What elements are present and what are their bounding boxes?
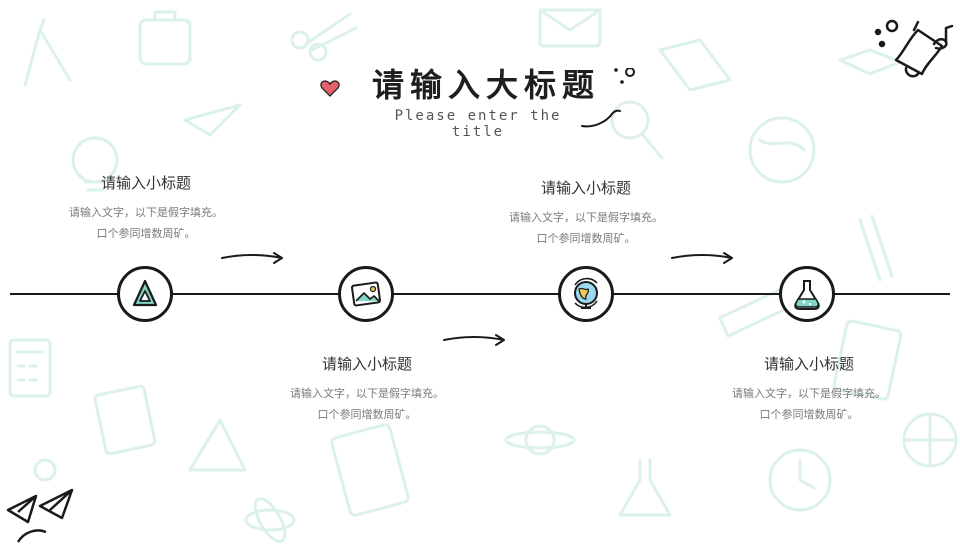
- paper-plane-icon: [6, 488, 74, 543]
- item-2-desc-line-1: 请输入文字，以下是假字填充。: [290, 387, 444, 400]
- item-2-desc: 请输入文字，以下是假字填充。 口个参同增数周矿。: [257, 383, 477, 425]
- item-1-desc-line-1: 请输入文字，以下是假字填充。: [69, 206, 223, 219]
- item-1-desc: 请输入文字，以下是假字填充。 口个参同增数周矿。: [36, 202, 256, 244]
- item-3-desc: 请输入文字，以下是假字填充。 口个参同增数周矿。: [476, 207, 696, 249]
- item-4-desc: 请输入文字，以下是假字填充。 口个参同增数周矿。: [699, 383, 919, 425]
- timeline-node-3: [558, 266, 614, 322]
- page-title: 请输入大标题: [371, 66, 600, 104]
- arrow-right-icon: [671, 252, 733, 264]
- picture-icon: [350, 281, 382, 307]
- title-decoration: [320, 68, 635, 128]
- flask-icon: [794, 280, 820, 310]
- item-4-desc-line-1: 请输入文字，以下是假字填充。: [732, 387, 886, 400]
- triangle-ruler-icon: [132, 279, 158, 307]
- timeline-node-2: [338, 266, 394, 322]
- timeline-line: [10, 293, 950, 295]
- title-block: 请输入大标题 Please enter the title: [320, 58, 650, 140]
- item-3-desc-line-1: 请输入文字，以下是假字填充。: [509, 211, 663, 224]
- arrow-right-icon: [443, 334, 505, 346]
- bell-icon: [874, 19, 954, 78]
- item-2-title: 请输入小标题: [321, 355, 412, 373]
- globe-icon: [574, 277, 598, 309]
- item-2-desc-line-2: 口个参同增数周矿。: [317, 408, 417, 421]
- item-4-title: 请输入小标题: [763, 355, 854, 373]
- item-1-title: 请输入小标题: [100, 174, 191, 192]
- timeline-node-4: [779, 266, 835, 322]
- item-3-title: 请输入小标题: [540, 179, 631, 197]
- page-subtitle: Please enter the title: [394, 108, 562, 140]
- timeline-node-1: [117, 266, 173, 322]
- item-3-desc-line-2: 口个参同增数周矿。: [536, 232, 636, 245]
- heart-icon: [320, 80, 340, 97]
- item-1-desc-line-2: 口个参同增数周矿。: [96, 227, 196, 240]
- arrow-right-icon: [221, 252, 283, 264]
- item-4-desc-line-2: 口个参同增数周矿。: [759, 408, 859, 421]
